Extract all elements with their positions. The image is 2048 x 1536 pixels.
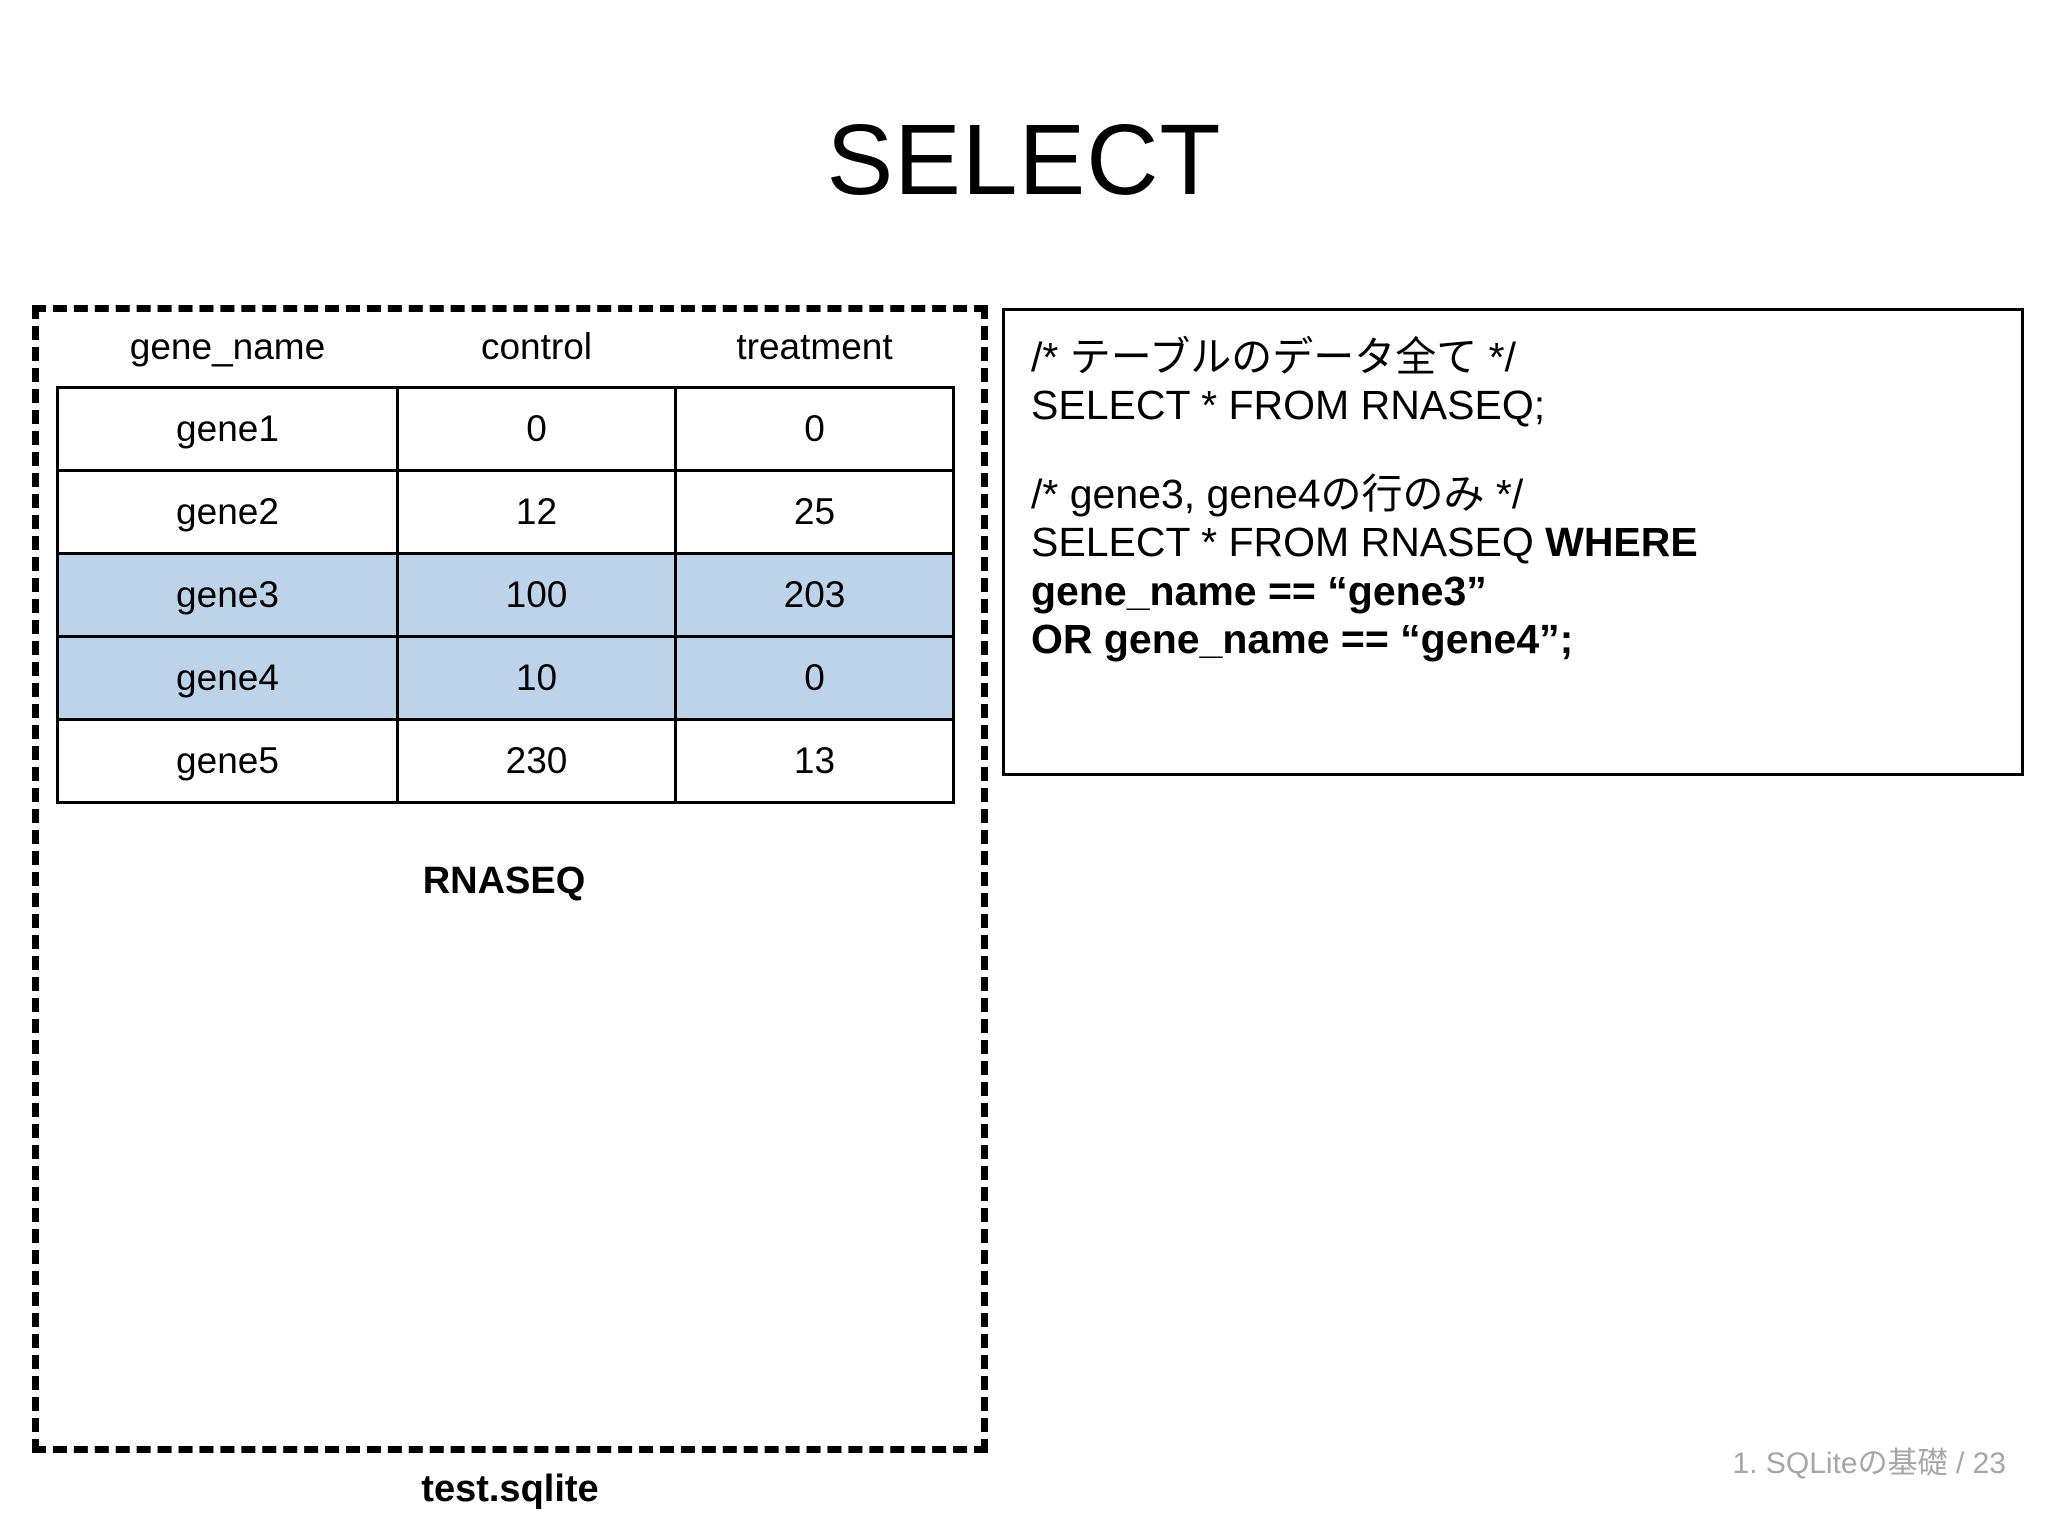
table-name-label: RNASEQ — [422, 860, 586, 902]
cell-control: 10 — [396, 635, 677, 721]
sql-statement-line-2: SELECT * FROM RNASEQ WHERE — [1031, 518, 1999, 566]
sql-comment-line-1: /* テーブルのデータ全て */ — [1031, 334, 1517, 380]
cell-gene-name: gene1 — [56, 386, 399, 472]
sql-code-box: /* テーブルのデータ全て */ SELECT * FROM RNASEQ; /… — [1002, 308, 2024, 776]
sql-statement-line-2-plain: SELECT * FROM RNASEQ — [1031, 519, 1546, 566]
cell-control: 0 — [396, 386, 677, 472]
cell-treatment: 13 — [674, 718, 955, 804]
table-header-row: gene_name control treatment — [58, 320, 954, 388]
sql-comment-line-2: /* gene3, gene4の行のみ */ — [1031, 470, 1524, 517]
column-header-treatment: treatment — [736, 326, 893, 367]
column-header-control: control — [480, 326, 593, 367]
cell-treatment: 25 — [674, 469, 955, 555]
page-title: SELECT — [826, 104, 1222, 216]
sql-keyword-where: WHERE — [1545, 519, 1698, 566]
cell-treatment: 0 — [674, 386, 955, 472]
rnaseq-table: gene_name control treatment gene1 0 0 ge… — [56, 320, 955, 804]
table-row-highlighted: gene3 100 203 — [56, 552, 955, 638]
cell-control: 12 — [396, 469, 677, 555]
rnaseq-table-block: gene_name control treatment gene1 0 0 ge… — [56, 320, 956, 804]
cell-control: 230 — [396, 718, 677, 804]
sql-blank-line — [1031, 430, 1999, 470]
cell-gene-name: gene3 — [56, 552, 399, 638]
cell-treatment: 0 — [674, 635, 955, 721]
table-row: gene5 230 13 — [56, 718, 955, 804]
sql-statement-line-4: OR gene_name == “gene4”; — [1031, 615, 1574, 662]
table-row: gene2 12 25 — [56, 469, 955, 555]
table-row-highlighted: gene4 10 0 — [56, 635, 955, 721]
cell-treatment: 203 — [674, 552, 955, 638]
slide-footer: 1. SQLiteの基礎 / 23 — [1732, 1447, 2006, 1480]
column-header-gene-name: gene_name — [129, 326, 326, 367]
cell-gene-name: gene2 — [56, 469, 399, 555]
sql-statement-line-1: SELECT * FROM RNASEQ; — [1031, 382, 1546, 429]
cell-gene-name: gene5 — [56, 718, 399, 804]
database-file-label: test.sqlite — [421, 1468, 599, 1510]
database-boundary — [32, 305, 988, 1453]
cell-gene-name: gene4 — [56, 635, 399, 721]
sql-statement-line-3: gene_name == “gene3” — [1031, 567, 1487, 614]
cell-control: 100 — [396, 552, 677, 638]
table-row: gene1 0 0 — [56, 386, 955, 472]
